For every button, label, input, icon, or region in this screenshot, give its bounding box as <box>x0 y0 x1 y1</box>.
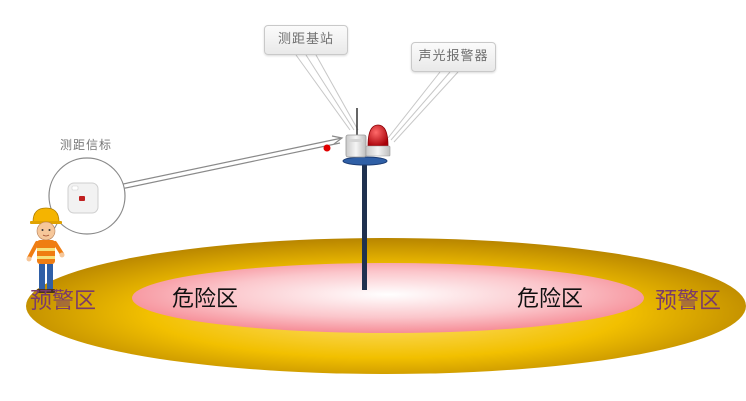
danger-zone-label-left: 危险区 <box>172 287 239 312</box>
alarm-callout: 声光报警器 <box>411 42 496 72</box>
signal-dot-station <box>323 144 331 152</box>
worker-with-hardhat-icon <box>26 207 65 293</box>
danger-zone-label-right: 危险区 <box>517 287 584 312</box>
warning-zone-label-right: 预警区 <box>655 289 722 314</box>
beacon-label: 测距信标 <box>60 138 113 152</box>
mounting-platform <box>342 156 388 166</box>
rotating-alarm-light-icon <box>365 124 391 157</box>
base-station-callout: 测距基站 <box>264 25 348 55</box>
ranging-beacon-device-icon <box>67 182 99 214</box>
danger-zone <box>132 263 644 333</box>
ranging-base-station-icon <box>345 108 367 158</box>
station-callout-pointer <box>295 54 359 131</box>
signal-link-arrows <box>100 135 344 198</box>
mounting-pole <box>362 160 367 290</box>
warning-zone-label-left: 预警区 <box>30 289 97 314</box>
alarm-callout-pointer <box>387 71 459 143</box>
